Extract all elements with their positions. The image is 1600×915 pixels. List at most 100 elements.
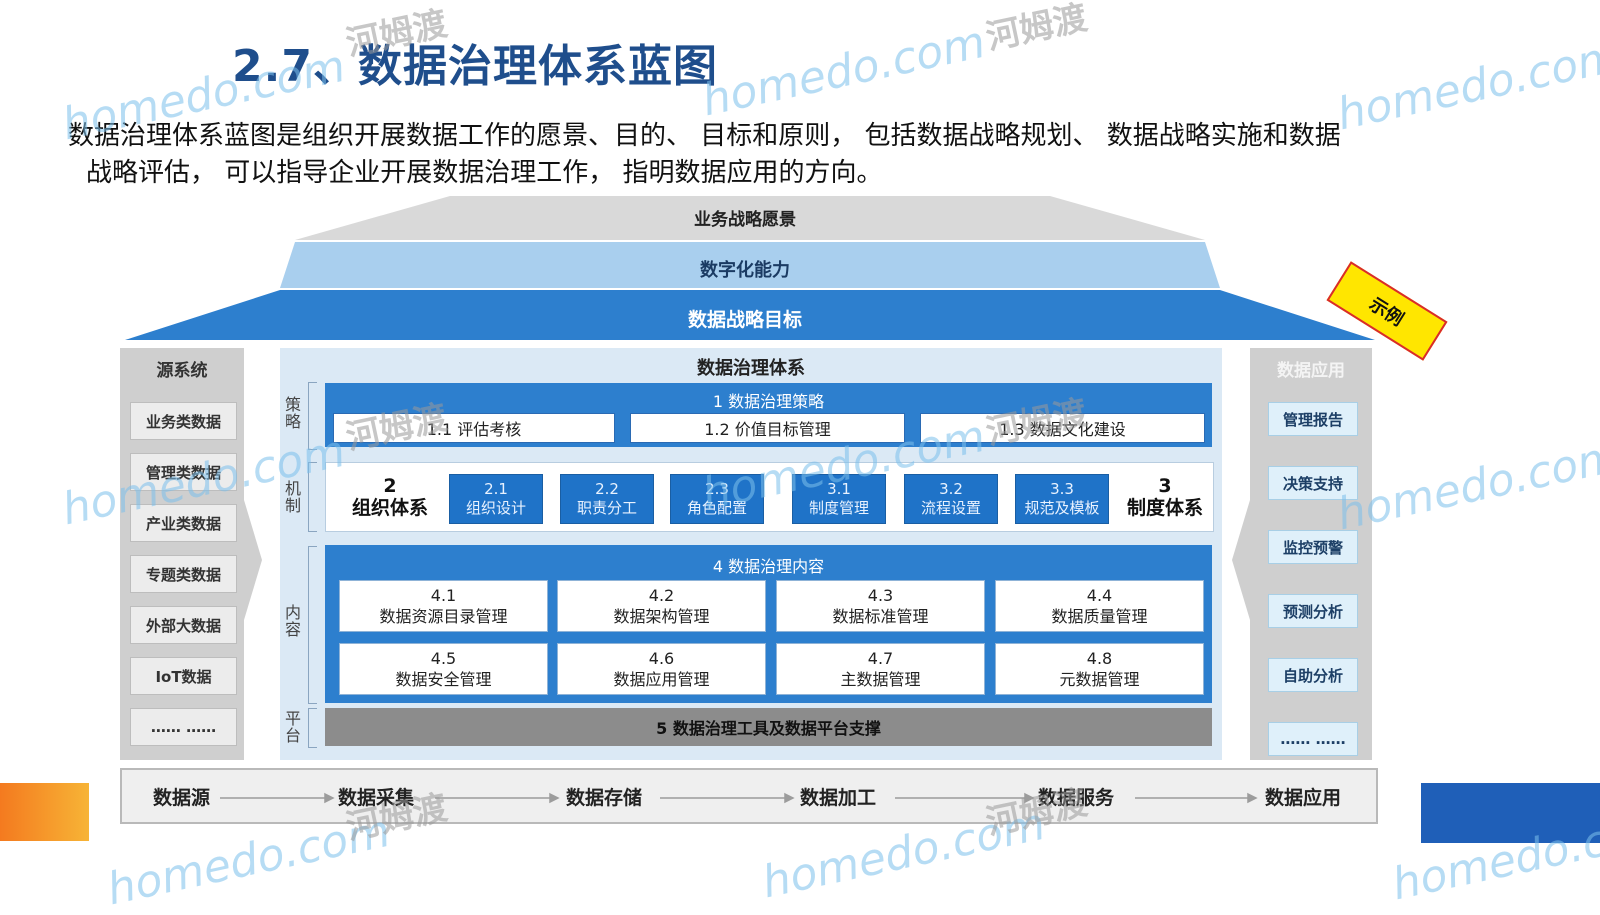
content-item-name: 数据安全管理 (395, 670, 492, 689)
label-content: 内容 (284, 603, 301, 639)
governance-title: 数据治理体系 (697, 358, 805, 379)
app-item: 管理报告 (1268, 402, 1358, 436)
app-item: 监控预警 (1268, 530, 1358, 564)
content-item-num: 4.6 (648, 649, 675, 668)
label-platform: 平台 (284, 709, 301, 745)
content-item: 4.2 数据架构管理 (557, 580, 766, 632)
flow-arrows (220, 792, 1258, 804)
bracket-content (308, 546, 317, 704)
rule-system-name: 制度体系 (1126, 497, 1203, 519)
content-item-name: 数据资源目录管理 (379, 607, 508, 626)
content-head: 4 数据治理内容 (712, 557, 825, 576)
mechanism-item-name: 规范及模板 (1024, 499, 1100, 517)
label-strategy: 策略 (284, 395, 301, 431)
mechanism-item-name: 组织设计 (465, 499, 526, 517)
mechanism-item-num: 3.1 (827, 480, 851, 498)
intro-line-2: 战略评估， 可以指导企业开展数据治理工作， 指明数据应用的方向。 (86, 158, 883, 188)
strategy-item: 1.3 数据文化建设 (920, 413, 1205, 443)
content-item-name: 数据标准管理 (832, 607, 929, 626)
roof-label-capability: 数字化能力 (700, 260, 790, 281)
content-item-name: 数据架构管理 (613, 607, 710, 626)
org-system: 2 组织体系 (340, 475, 440, 519)
roof-middle-band (280, 242, 1220, 288)
decor-left-block (0, 783, 89, 841)
content-item-num: 4.4 (1086, 586, 1113, 605)
content-item: 4.5 数据安全管理 (339, 643, 548, 695)
bracket-mechanism (308, 462, 317, 532)
bracket-strategy (308, 382, 317, 450)
mechanism-item-num: 3.2 (939, 480, 963, 498)
app-item: …… …… (1268, 722, 1358, 756)
mechanism-item-name: 流程设置 (920, 499, 981, 517)
content-item: 4.6 数据应用管理 (557, 643, 766, 695)
flow-step: 数据服务 (1038, 786, 1115, 809)
mechanism-item-num: 2.2 (595, 480, 619, 498)
apps-title: 数据应用 (1277, 361, 1345, 381)
decor-right-block (1421, 783, 1600, 843)
source-item: …… …… (130, 708, 237, 746)
source-item: 外部大数据 (130, 606, 237, 644)
mechanism-item-num: 3.3 (1050, 480, 1074, 498)
strategy-head: 1 数据治理策略 (712, 392, 825, 411)
content-item: 4.4 数据质量管理 (995, 580, 1204, 632)
roof-bottom-band (125, 290, 1375, 340)
source-arrow-icon (244, 500, 262, 620)
app-item: 决策支持 (1268, 466, 1358, 500)
app-item: 自助分析 (1268, 658, 1358, 692)
flow-step: 数据源 (153, 786, 211, 809)
content-item: 4.1 数据资源目录管理 (339, 580, 548, 632)
roof-label-goal: 数据战略目标 (687, 309, 802, 331)
content-item-num: 4.5 (430, 649, 457, 668)
source-title: 源系统 (156, 361, 208, 381)
content-item-num: 4.3 (867, 586, 894, 605)
content-item-name: 数据应用管理 (613, 670, 710, 689)
mechanism-item-name: 制度管理 (808, 499, 869, 517)
bracket-platform (308, 708, 317, 748)
content-item-num: 4.2 (648, 586, 675, 605)
content-item-num: 4.7 (867, 649, 894, 668)
content-item: 4.8 元数据管理 (995, 643, 1204, 695)
flow-step: 数据应用 (1265, 786, 1342, 809)
mechanism-item-num: 2.1 (484, 480, 508, 498)
content-item-num: 4.1 (430, 586, 457, 605)
watermark-cn: 河姆渡 (982, 0, 1091, 59)
source-item: 专题类数据 (130, 555, 237, 593)
strategy-item: 1.1 评估考核 (333, 413, 615, 443)
watermark-brand: homedo.com (1332, 430, 1600, 541)
source-item: 管理类数据 (130, 453, 237, 491)
content-item-name: 元数据管理 (1059, 670, 1140, 689)
flow-step: 数据加工 (800, 786, 877, 809)
apps-arrow-icon (1232, 500, 1250, 620)
source-item: IoT数据 (130, 657, 237, 695)
page-title: 2.7、数据治理体系蓝图 (232, 41, 718, 92)
org-system-name: 组织体系 (351, 497, 428, 519)
roof-top-band (295, 196, 1205, 240)
content-item: 4.3 数据标准管理 (776, 580, 985, 632)
label-mechanism: 机制 (284, 479, 301, 515)
roof-diagram (125, 196, 1375, 340)
content-item-name: 主数据管理 (840, 670, 921, 689)
content-item-name: 数据质量管理 (1051, 607, 1148, 626)
content-item-num: 4.8 (1086, 649, 1113, 668)
flow-step: 数据采集 (338, 786, 415, 809)
strategy-item: 1.2 价值目标管理 (630, 413, 905, 443)
source-item: 业务类数据 (130, 402, 237, 440)
org-system-num: 2 (383, 475, 397, 497)
intro-text: 数据治理体系蓝图是组织开展数据工作的愿景、目的、 目标和原则， 包括数据战略规划… (68, 118, 1568, 192)
platform-band: 5 数据治理工具及数据平台支撑 (325, 708, 1212, 746)
flow-step: 数据存储 (566, 786, 643, 809)
mechanism-item-name: 角色配置 (686, 499, 747, 517)
intro-line-1: 数据治理体系蓝图是组织开展数据工作的愿景、目的、 目标和原则， 包括数据战略规划… (68, 121, 1341, 151)
roof-label-vision: 业务战略愿景 (694, 210, 796, 230)
rule-system-num: 3 (1158, 475, 1172, 497)
rule-system: 3 制度体系 (1118, 475, 1212, 519)
watermark-brand: homedo.com (697, 16, 990, 127)
app-item: 预测分析 (1268, 594, 1358, 628)
source-item: 产业类数据 (130, 504, 237, 542)
